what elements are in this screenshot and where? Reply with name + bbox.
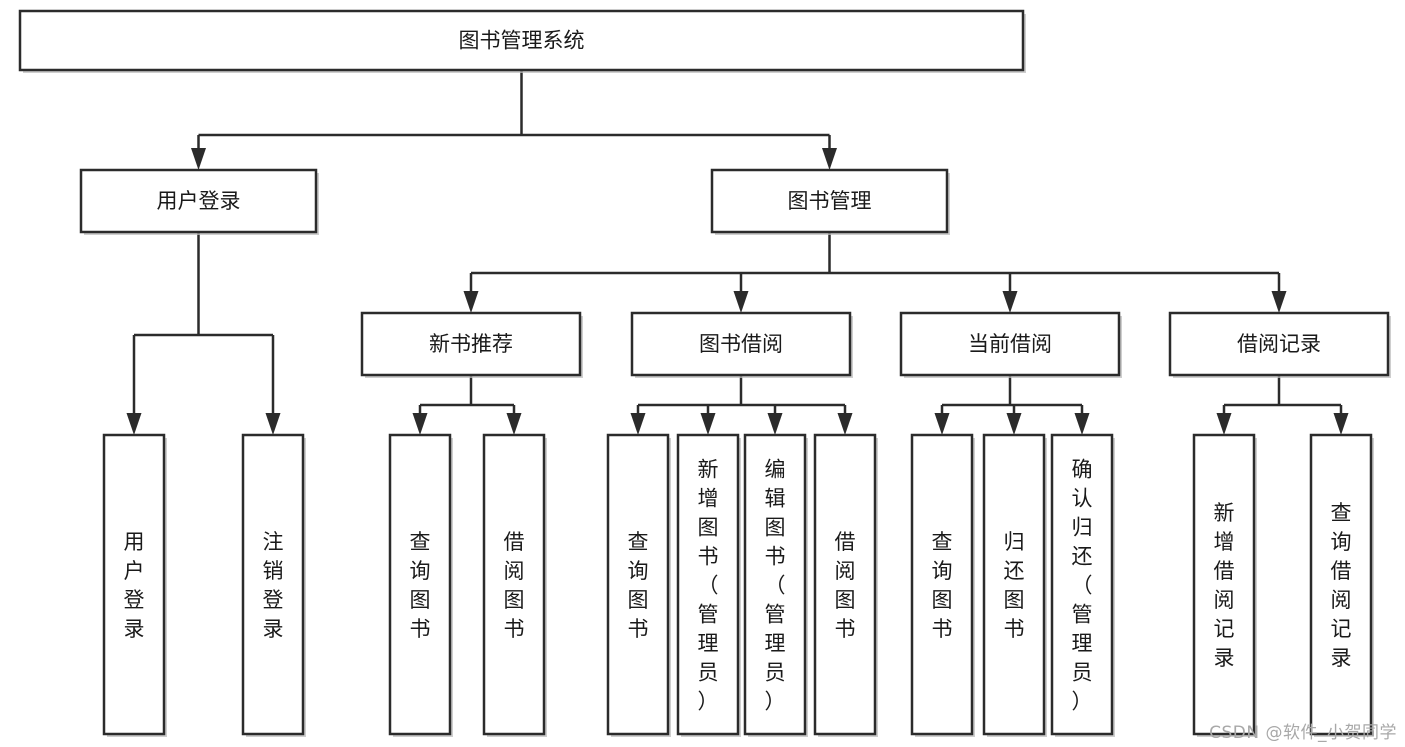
node-book-manage[interactable]: 图书管理 bbox=[710, 168, 950, 235]
node-label: 用户登录 bbox=[124, 530, 145, 641]
node-box[interactable] bbox=[606, 433, 670, 736]
node-box[interactable] bbox=[102, 433, 166, 736]
connector-group-bus-borrow-record bbox=[1216, 375, 1349, 435]
node-box[interactable] bbox=[899, 311, 1121, 377]
connector-group-bus-root bbox=[191, 70, 837, 170]
node-book-borrow[interactable]: 图书借阅 bbox=[630, 311, 853, 378]
node-box[interactable] bbox=[676, 433, 740, 736]
node-new-book-rec[interactable]: 新书推荐 bbox=[360, 311, 583, 378]
arrowhead-icon bbox=[1333, 413, 1349, 435]
node-label: 新增图书（管理员） bbox=[698, 458, 719, 714]
node-leaf-query-book-3[interactable]: 查询图书 bbox=[910, 433, 975, 737]
node-leaf-borrow-book-2[interactable]: 借阅图书 bbox=[813, 433, 878, 737]
node-leaf-confirm-return[interactable]: 确认归还（管理员） bbox=[1050, 433, 1115, 737]
arrowhead-icon bbox=[837, 413, 853, 435]
node-current-borrow[interactable]: 当前借阅 bbox=[899, 311, 1122, 378]
node-label: 新书推荐 bbox=[429, 332, 513, 356]
arrowhead-icon bbox=[934, 413, 950, 435]
connector-group-bus-book-manage bbox=[463, 232, 1287, 313]
node-box[interactable] bbox=[1192, 433, 1256, 736]
node-leaf-query-book-2[interactable]: 查询图书 bbox=[606, 433, 671, 737]
node-label: 新增借阅记录 bbox=[1214, 501, 1235, 670]
node-leaf-logout[interactable]: 注销登录 bbox=[241, 433, 306, 737]
arrowhead-icon bbox=[1216, 413, 1232, 435]
arrowhead-icon bbox=[1006, 413, 1022, 435]
node-leaf-add-record[interactable]: 新增借阅记录 bbox=[1192, 433, 1257, 737]
node-root[interactable]: 图书管理系统 bbox=[18, 9, 1026, 73]
arrowhead-icon bbox=[191, 148, 206, 170]
node-leaf-query-book-1[interactable]: 查询图书 bbox=[388, 433, 453, 737]
node-leaf-user-login[interactable]: 用户登录 bbox=[102, 433, 167, 737]
arrowhead-icon bbox=[630, 413, 646, 435]
arrowhead-icon bbox=[1074, 413, 1090, 435]
node-label: 查询图书 bbox=[628, 530, 649, 641]
node-label: 归还图书 bbox=[1004, 530, 1025, 641]
node-box[interactable] bbox=[1168, 311, 1390, 377]
node-box[interactable] bbox=[813, 433, 877, 736]
node-label: 当前借阅 bbox=[968, 332, 1052, 356]
arrowhead-icon bbox=[733, 291, 749, 313]
node-label: 图书借阅 bbox=[699, 332, 783, 356]
connector-group-bus-user-login bbox=[126, 232, 281, 435]
node-label: 图书管理系统 bbox=[459, 29, 585, 53]
node-borrow-record[interactable]: 借阅记录 bbox=[1168, 311, 1391, 378]
arrowhead-icon bbox=[1271, 291, 1287, 313]
node-label: 用户登录 bbox=[157, 189, 241, 213]
node-label: 借阅图书 bbox=[835, 530, 856, 641]
node-box[interactable] bbox=[388, 433, 452, 736]
node-box[interactable] bbox=[1050, 433, 1114, 736]
arrowhead-icon bbox=[463, 291, 479, 313]
arrowhead-icon bbox=[767, 413, 783, 435]
arrowhead-icon bbox=[700, 413, 716, 435]
connector-group-bus-book-borrow bbox=[630, 375, 853, 435]
node-label: 查询图书 bbox=[410, 530, 431, 641]
node-label: 查询图书 bbox=[932, 530, 953, 641]
node-leaf-return-book[interactable]: 归还图书 bbox=[982, 433, 1047, 737]
node-leaf-borrow-book-1[interactable]: 借阅图书 bbox=[482, 433, 547, 737]
node-box[interactable] bbox=[910, 433, 974, 736]
node-user-login[interactable]: 用户登录 bbox=[79, 168, 319, 235]
node-box[interactable] bbox=[360, 311, 582, 377]
csdn-watermark: CSDN @软件_小贺同学 bbox=[1209, 723, 1397, 743]
node-leaf-query-record[interactable]: 查询借阅记录 bbox=[1309, 433, 1374, 737]
node-box[interactable] bbox=[982, 433, 1046, 736]
node-label: 借阅记录 bbox=[1237, 332, 1321, 356]
arrowhead-icon bbox=[822, 148, 837, 170]
arrowhead-icon bbox=[506, 413, 522, 435]
node-label: 图书管理 bbox=[788, 189, 872, 213]
connector-layer bbox=[126, 70, 1349, 435]
node-box[interactable] bbox=[79, 168, 318, 234]
arrowhead-icon bbox=[126, 413, 142, 435]
node-label: 查询借阅记录 bbox=[1331, 501, 1352, 670]
node-box[interactable] bbox=[710, 168, 949, 234]
arrowhead-icon bbox=[1002, 291, 1018, 313]
node-label: 确认归还（管理员） bbox=[1072, 458, 1093, 714]
node-label: 编辑图书（管理员） bbox=[765, 458, 786, 714]
node-box[interactable] bbox=[743, 433, 807, 736]
arrowhead-icon bbox=[265, 413, 281, 435]
node-box[interactable] bbox=[1309, 433, 1373, 736]
node-box[interactable] bbox=[241, 433, 305, 736]
node-leaf-edit-book[interactable]: 编辑图书（管理员） bbox=[743, 433, 808, 737]
node-leaf-add-book[interactable]: 新增图书（管理员） bbox=[676, 433, 741, 737]
arrowhead-icon bbox=[412, 413, 428, 435]
node-label: 注销登录 bbox=[263, 530, 284, 641]
connector-group-bus-current-borrow bbox=[934, 375, 1090, 435]
node-box[interactable] bbox=[18, 9, 1025, 72]
connector-group-bus-new-book-rec bbox=[412, 375, 522, 435]
node-box[interactable] bbox=[630, 311, 852, 377]
node-box[interactable] bbox=[482, 433, 546, 736]
node-label: 借阅图书 bbox=[504, 530, 525, 641]
node-layer: 图书管理系统用户登录图书管理新书推荐图书借阅当前借阅借阅记录用户登录注销登录查询… bbox=[18, 9, 1391, 737]
